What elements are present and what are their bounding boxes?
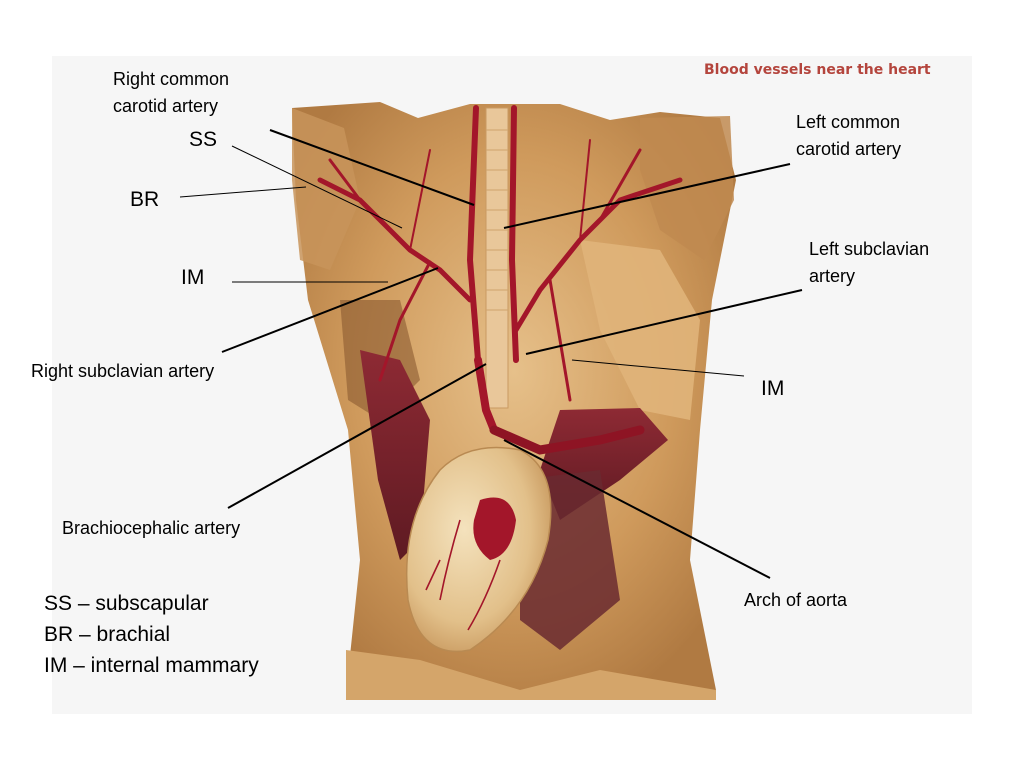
label-right-subclavian: Right subclavian artery <box>31 361 215 381</box>
vessel-branch-5 <box>409 149 431 251</box>
label-line: artery <box>809 266 856 286</box>
label-line: carotid artery <box>796 139 902 159</box>
label-arch-of-aorta: Arch of aorta <box>744 590 848 610</box>
leader-right-subclavian <box>221 267 439 353</box>
photo-caption: Blood vessels near the heart <box>704 62 931 78</box>
vessel-right-common-carotid <box>466 105 481 363</box>
label-im-right: IM <box>761 377 785 400</box>
vessel-branch-2 <box>548 278 572 402</box>
leader-ss <box>231 145 403 229</box>
leader-im-right <box>571 359 745 377</box>
label-im-left: IM <box>181 266 205 289</box>
leader-brachiocephalic <box>227 363 487 509</box>
label-line: Left common <box>796 112 901 132</box>
tissue-right-muscle <box>580 240 700 420</box>
vessel-aorta-arch <box>489 425 645 455</box>
label-right-common-carotid: Right common carotid artery <box>113 66 229 120</box>
vessel-branch-1 <box>378 260 432 382</box>
label-left-subclavian: Left subclavian artery <box>809 236 929 290</box>
legend-item-im: IM – internal mammary <box>44 654 259 677</box>
coronary-vessel-1 <box>439 519 461 601</box>
label-line: Right common <box>113 69 230 89</box>
vessel-branch-3 <box>328 158 362 202</box>
legend-item-ss: SS – subscapular <box>44 592 209 615</box>
leader-right-common-carotid <box>269 129 475 206</box>
label-line: Left subclavian <box>809 239 930 259</box>
trachea <box>485 107 509 409</box>
vessel-branch-6 <box>579 139 591 241</box>
label-ss: SS <box>189 128 218 151</box>
label-left-common-carotid: Left common carotid artery <box>796 109 901 163</box>
heart-right-atrium <box>473 497 516 560</box>
coronary-vessel-3 <box>425 559 441 591</box>
label-line: carotid artery <box>113 96 219 116</box>
vessel-branch-4 <box>598 148 642 222</box>
heart <box>405 446 552 653</box>
legend-item-br: BR – brachial <box>44 623 171 646</box>
coronary-vessel-2 <box>467 559 501 631</box>
tissue-bottom <box>346 650 716 700</box>
leader-arch-of-aorta <box>503 439 771 579</box>
leader-left-subclavian <box>525 289 803 355</box>
leader-br <box>179 186 307 198</box>
abbreviation-legend: SS – subscapular BR – brachial IM – inte… <box>44 588 259 681</box>
tissue-left-shoulder <box>292 108 360 270</box>
label-br: BR <box>130 188 160 211</box>
vessel-brachiocephalic <box>474 356 498 434</box>
lung-left <box>360 350 430 560</box>
label-brachiocephalic: Brachiocephalic artery <box>62 518 241 538</box>
leader-left-common-carotid <box>503 163 791 229</box>
vessel-left-common-carotid <box>508 105 519 363</box>
